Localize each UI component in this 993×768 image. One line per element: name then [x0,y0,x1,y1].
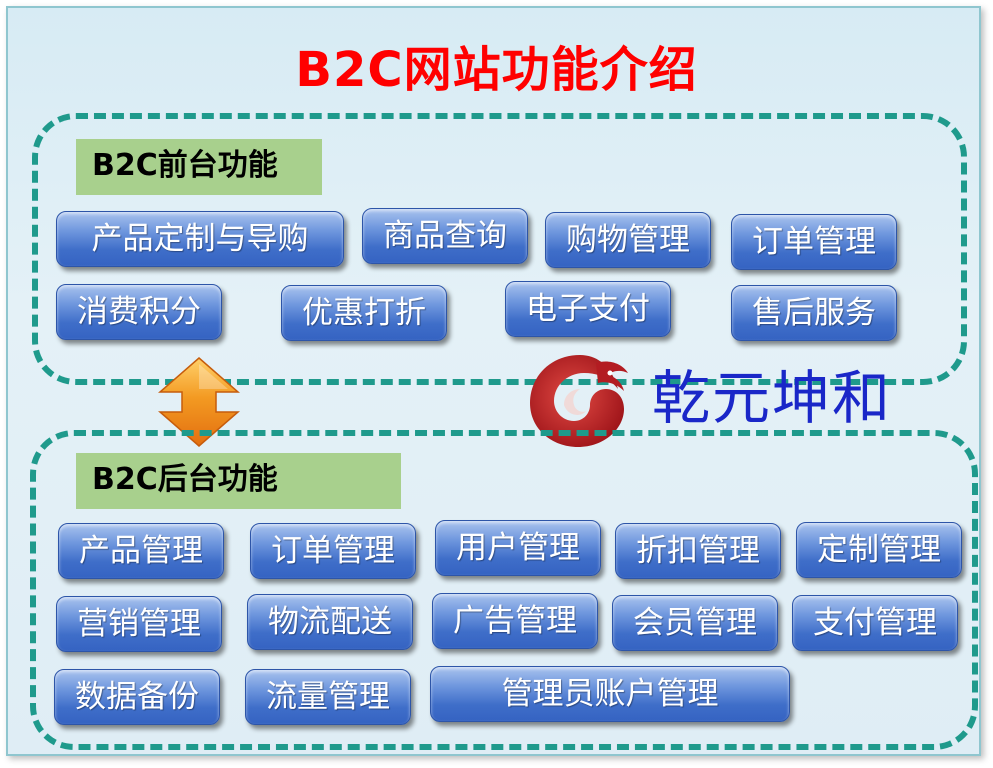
frontend-section-label: B2C前台功能 [76,139,322,195]
back-item-customization-management[interactable]: 定制管理 [796,522,962,578]
back-item-discount-management[interactable]: 折扣管理 [615,523,781,579]
front-item-product-customization[interactable]: 产品定制与导购 [56,211,344,267]
backend-group [30,430,978,750]
back-item-marketing-management[interactable]: 营销管理 [56,596,222,652]
double-arrow-icon [158,357,240,447]
back-item-order-management[interactable]: 订单管理 [250,523,416,579]
back-item-advertising-management[interactable]: 广告管理 [432,593,598,649]
back-item-member-management[interactable]: 会员管理 [612,595,778,651]
front-item-product-search[interactable]: 商品查询 [362,208,528,264]
frontend-group [32,113,967,385]
front-item-after-sales-service[interactable]: 售后服务 [731,285,897,341]
dragon-swirl-logo-icon [530,355,628,447]
page-title: B2C网站功能介绍 [295,42,698,98]
backend-section-label: B2C后台功能 [76,453,401,509]
back-item-traffic-management[interactable]: 流量管理 [245,669,411,725]
back-item-data-backup[interactable]: 数据备份 [54,669,220,725]
back-item-user-management[interactable]: 用户管理 [435,520,601,576]
back-item-logistics-delivery[interactable]: 物流配送 [247,594,413,650]
front-item-electronic-payment[interactable]: 电子支付 [505,281,671,337]
front-item-consumption-points[interactable]: 消费积分 [56,284,222,340]
back-item-payment-management[interactable]: 支付管理 [792,595,958,651]
back-item-admin-account-management[interactable]: 管理员账户管理 [430,666,790,722]
front-item-discount[interactable]: 优惠打折 [281,285,447,341]
brand-name: 乾元坤和 [652,364,893,432]
front-item-order-management[interactable]: 订单管理 [731,214,897,270]
back-item-product-management[interactable]: 产品管理 [58,523,224,579]
front-item-shopping-management[interactable]: 购物管理 [545,212,711,268]
